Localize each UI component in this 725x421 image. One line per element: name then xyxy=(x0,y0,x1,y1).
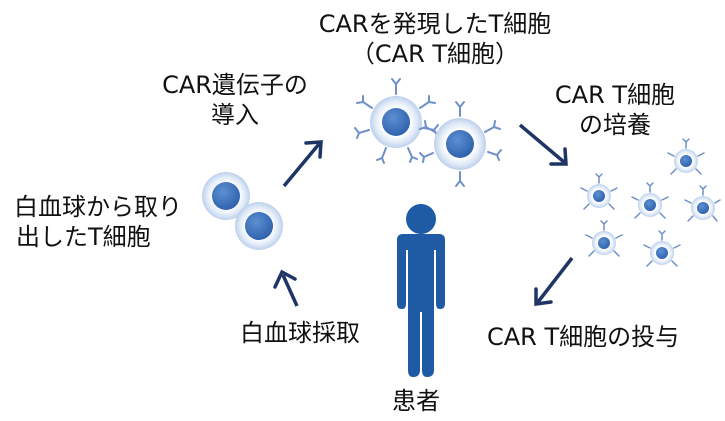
car-t-cell-icon xyxy=(643,230,681,267)
arrow-collection-to-extracted xyxy=(273,269,299,307)
cultured-cells xyxy=(580,138,721,267)
arrowhead xyxy=(304,140,323,159)
extracted-t-cell-label: 白血球から取り 出したT細胞 xyxy=(14,192,204,252)
car-expressing-label-line1: CARを発現したT細胞 xyxy=(318,10,552,38)
car-gene-label: CAR遺伝子の 導入 xyxy=(140,70,330,130)
collection-label: 白血球採取 xyxy=(240,319,360,347)
patient-label: 患者 xyxy=(392,387,440,415)
culture-label: CAR T細胞 の培養 xyxy=(535,80,695,140)
arrow-icon xyxy=(518,123,566,164)
arrow-icon xyxy=(282,142,321,188)
car-t-cell-icon xyxy=(419,101,502,187)
t-cell-icon xyxy=(235,202,283,250)
t-cell-icon xyxy=(202,172,250,220)
arrow-extracted-to-car xyxy=(282,140,323,188)
car-t-cell-icon xyxy=(667,138,705,175)
car-gene-label-line1: CAR遺伝子の xyxy=(162,71,308,99)
car-t-cell-icon xyxy=(684,185,721,222)
infusion-label: CAR T細胞の投与 xyxy=(487,323,680,351)
car-t-cell-icon xyxy=(631,182,669,219)
arrowhead xyxy=(534,287,553,306)
arrow-icon xyxy=(281,274,299,307)
arrow-icon xyxy=(536,256,574,304)
extracted-label-line1: 白血球から取り xyxy=(14,193,182,221)
culture-label-line1: CAR T細胞 xyxy=(554,81,676,109)
arrowhead xyxy=(549,147,568,166)
extracted-label-line2: 出したT細胞 xyxy=(16,223,151,251)
arrowhead xyxy=(273,269,297,289)
car-t-cell-icon xyxy=(354,78,439,164)
arrow-culture-to-infusion xyxy=(534,256,574,306)
arrow-car-to-culture xyxy=(518,123,568,166)
car-expressing-label-line2: （CAR T細胞） xyxy=(350,40,520,68)
car-t-cell-icon xyxy=(580,173,618,210)
car-t-cell-label: CARを発現したT細胞 （CAR T細胞） xyxy=(300,9,570,69)
culture-label-line2: の培養 xyxy=(579,111,651,139)
car-t-cell-icon xyxy=(585,220,623,257)
car-gene-label-line2: 導入 xyxy=(211,101,259,129)
person-icon xyxy=(397,204,445,377)
